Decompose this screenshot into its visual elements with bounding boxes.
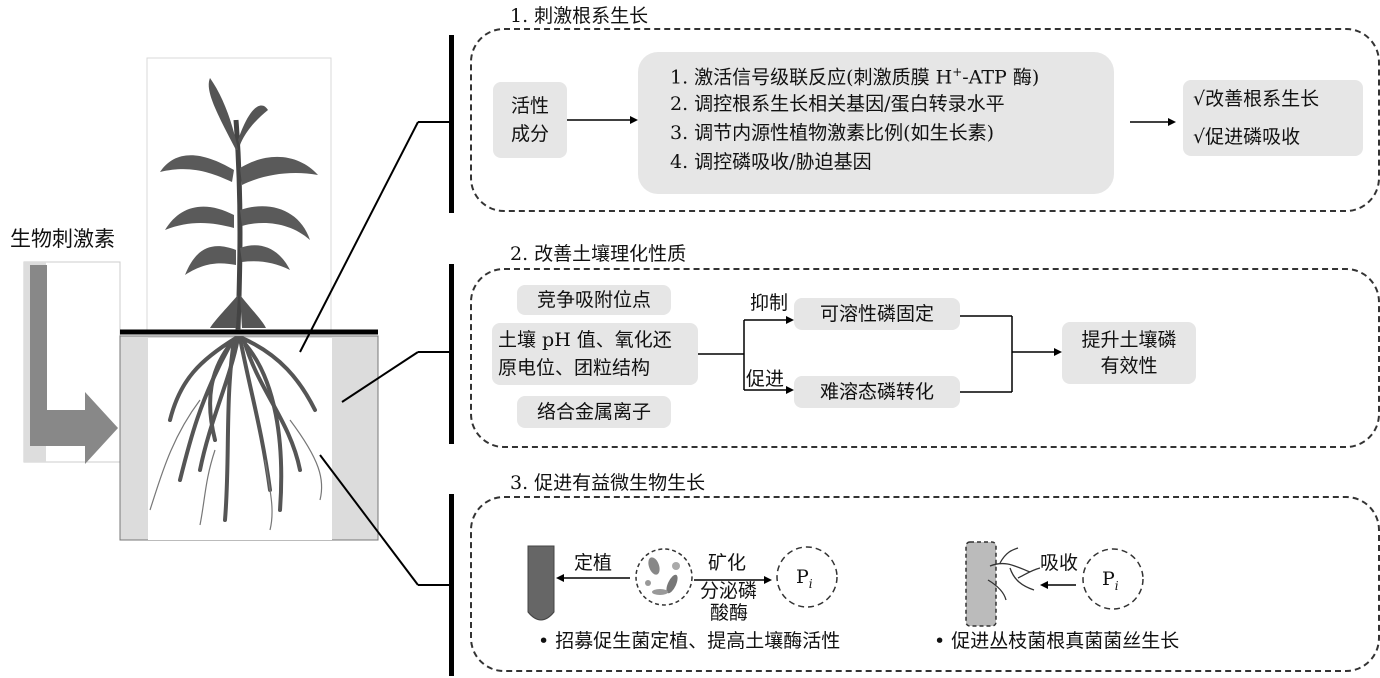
results-box: √改善根系生长 √促进磷吸收	[1183, 80, 1363, 156]
effect-soluble-p-fixation-text: 可溶性磷固定	[819, 302, 934, 325]
outcome-soil-p-availability: 提升土壤磷 有效性	[1062, 322, 1196, 384]
section2-frame	[470, 268, 1380, 448]
result-improve-root: √改善根系生长	[1193, 88, 1320, 110]
plant-illustration	[23, 57, 379, 541]
factor-competitive-sites-text: 竞争吸附位点	[536, 288, 651, 311]
effect-insoluble-p-transform: 难溶态磷转化	[794, 376, 960, 408]
pi-label-1: Pi	[796, 568, 813, 590]
promote-label: 促进	[746, 368, 785, 390]
mechanism-step-1: 1. 激活信号级联反应(刺激质膜 H+-ATP 酶)	[670, 66, 1039, 87]
section2-header: 2. 改善土壤理化性质	[510, 243, 687, 265]
mechanism-step-4: 4. 调控磷吸收/胁迫基因	[670, 151, 872, 173]
factor-soil-ph: 土壤 pH 值、氧化还 原电位、团粒结构	[492, 323, 698, 385]
secrete-label-line2: 酸酶	[710, 602, 749, 624]
section1-bar	[449, 35, 454, 213]
pi-label-2-p: P	[1102, 568, 1115, 590]
section1-frame	[470, 28, 1380, 212]
factor-complex-metal: 络合金属离子	[517, 396, 671, 428]
active-ingredient-line2: 成分	[510, 123, 549, 145]
active-ingredient-line1: 活性	[510, 95, 549, 117]
effect-soluble-p-fixation: 可溶性磷固定	[794, 298, 960, 330]
absorb-label: 吸收	[1040, 552, 1079, 574]
outcome-line2: 有效性	[1100, 355, 1158, 377]
active-ingredient-box: 活性 成分	[493, 82, 567, 158]
mechanism-step-1-sup: +	[952, 65, 963, 79]
factor-complex-metal-text: 络合金属离子	[536, 400, 651, 423]
pi-label-1-sub: i	[808, 576, 813, 591]
mineralize-label: 矿化	[708, 552, 747, 574]
effect-insoluble-p-transform-text: 难溶态磷转化	[819, 380, 934, 403]
result-promote-p-uptake: √促进磷吸收	[1193, 126, 1301, 148]
secrete-label-line1: 分泌磷	[700, 580, 758, 602]
biostimulant-title: 生物刺激素	[10, 227, 115, 251]
section3-header: 3. 促进有益微生物生长	[510, 472, 706, 494]
mechanism-box: 1. 激活信号级联反应(刺激质膜 H+-ATP 酶) 2. 调控根系生长相关基因…	[638, 52, 1114, 194]
mechanism-step-1-text: 1. 激活信号级联反应(刺激质膜 H	[670, 66, 953, 89]
mechanism-step-1-tail: -ATP 酶)	[962, 66, 1040, 89]
factor-competitive-sites: 竞争吸附位点	[517, 285, 671, 315]
section3-bar	[449, 494, 454, 676]
inhibit-label: 抑制	[750, 292, 789, 314]
bullet-recruit-bacteria: • 招募促生菌定植、提高土壤酶活性	[538, 630, 841, 652]
pi-label-1-p: P	[796, 566, 809, 588]
connector-lines	[299, 121, 450, 586]
bullet-amf-hyphae: • 促进丛枝菌根真菌菌丝生长	[934, 630, 1180, 652]
outcome-line1: 提升土壤磷	[1081, 329, 1177, 351]
pi-label-2-sub: i	[1114, 578, 1119, 593]
factor-soil-ph-line2: 原电位、团粒结构	[498, 357, 651, 379]
mechanism-step-3: 3. 调节内源性植物激素比例(如生长素)	[670, 122, 994, 144]
section1-header: 1. 刺激根系生长	[510, 5, 649, 27]
section3-frame	[470, 496, 1380, 672]
mechanism-step-2: 2. 调控根系生长相关基因/蛋白转录水平	[670, 93, 1005, 115]
colonize-label: 定植	[574, 552, 613, 574]
factor-soil-ph-line1: 土壤 pH 值、氧化还	[498, 329, 672, 351]
pi-label-2: Pi	[1102, 570, 1119, 592]
section2-bar	[449, 264, 454, 444]
